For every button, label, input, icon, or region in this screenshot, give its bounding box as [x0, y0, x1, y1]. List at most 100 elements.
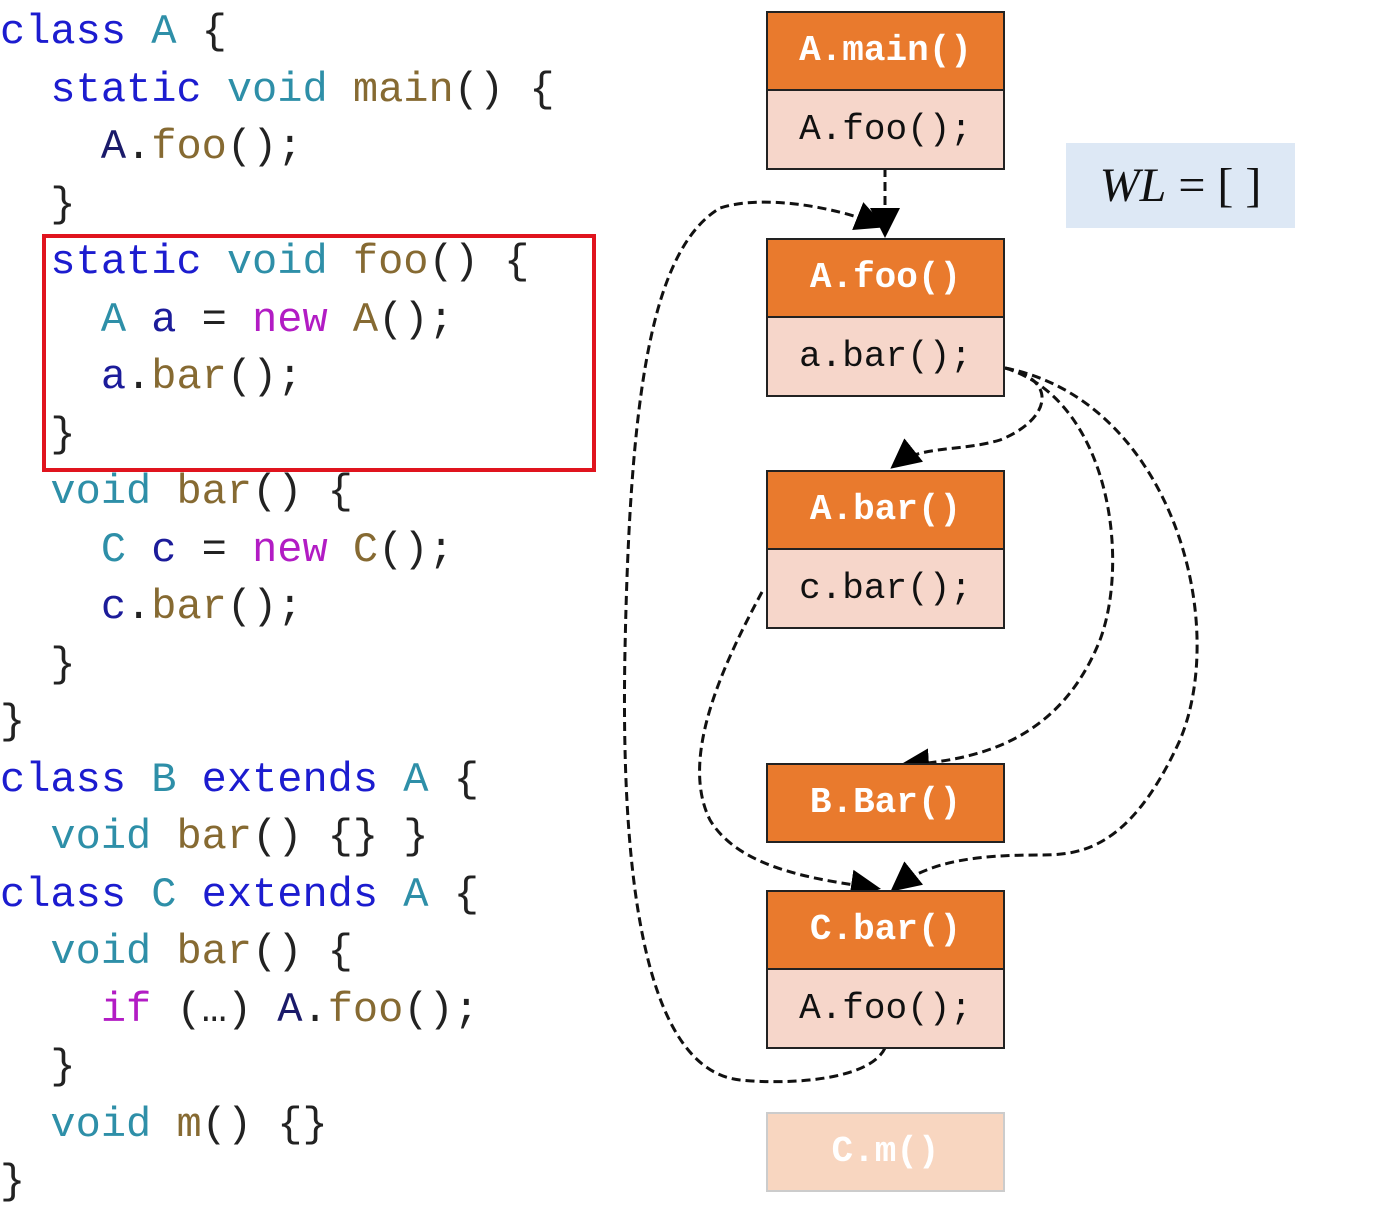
code-token: void — [0, 468, 177, 516]
edge-cbar-foo — [623, 200, 887, 1084]
code-line: c.bar(); — [0, 578, 303, 636]
node-call: c.bar(); — [768, 548, 1003, 627]
code-token: static — [0, 65, 227, 114]
code-token: () {} — [201, 1100, 328, 1149]
code-token: { — [453, 870, 479, 919]
code-token: (); — [226, 583, 303, 631]
code-token: class — [0, 8, 152, 56]
code-line: static void main() { — [0, 61, 555, 119]
code-token: bar — [151, 353, 227, 401]
code-line: static void foo() { — [0, 233, 529, 291]
node-b-bar: B.Bar() — [766, 763, 1005, 843]
code-token: c — [151, 525, 202, 574]
code-line: class B extends A { — [0, 751, 479, 809]
code-token: . — [126, 353, 152, 401]
node-method: C.m() — [768, 1114, 1003, 1190]
code-token: } — [0, 1043, 76, 1091]
code-line: class C extends A { — [0, 866, 479, 924]
worklist-value: = [ ] — [1166, 159, 1262, 212]
code-line: C c = new C(); — [0, 521, 454, 579]
edge-foo-cbar — [890, 366, 1199, 892]
node-c-m: C.m() — [766, 1112, 1005, 1192]
code-token: } — [0, 410, 76, 459]
code-line: void m() {} — [0, 1096, 328, 1154]
worklist-label: WL — [1099, 159, 1167, 212]
code-line: } — [0, 636, 75, 694]
code-token: extends — [201, 870, 404, 919]
code-line: a.bar(); — [0, 348, 303, 406]
code-token: static — [0, 238, 227, 286]
code-token: () {} } — [252, 813, 429, 861]
code-token: A — [403, 755, 454, 804]
node-call: a.bar(); — [768, 316, 1003, 395]
code-token: } — [0, 698, 26, 746]
code-token: class — [0, 870, 152, 919]
node-c-bar: C.bar() A.foo(); — [766, 890, 1005, 1049]
worklist: WL = [ ] — [1066, 143, 1295, 228]
code-token: { — [453, 755, 479, 804]
code-token: B — [151, 755, 202, 804]
node-method: A.main() — [768, 13, 1003, 89]
code-token: C — [151, 870, 202, 919]
code-token: () { — [252, 468, 353, 516]
code-token: main — [352, 65, 454, 114]
code-line: } — [0, 1038, 76, 1096]
code-line: } — [0, 406, 76, 464]
code-token: = — [201, 295, 253, 344]
node-method: B.Bar() — [768, 765, 1003, 841]
code-token: void — [0, 928, 177, 976]
code-token: } — [0, 180, 76, 229]
edge-abar-cbar — [698, 591, 881, 900]
code-token: A — [0, 123, 127, 171]
code-line: class A { — [0, 3, 227, 61]
code-token: class — [0, 755, 152, 804]
code-line: void bar() {} } — [0, 808, 429, 866]
node-a-main: A.main() A.foo(); — [766, 11, 1005, 170]
code-token: . — [126, 583, 152, 631]
code-token: (); — [226, 353, 303, 401]
node-method: A.foo() — [768, 240, 1003, 316]
code-token: bar — [176, 928, 253, 976]
code-token: A — [277, 985, 303, 1034]
code-token: (); — [403, 985, 479, 1034]
code-token: (…) — [176, 985, 278, 1034]
code-token: bar — [151, 583, 227, 631]
code-token: bar — [176, 813, 253, 861]
node-method: A.bar() — [768, 472, 1003, 548]
edge-foo-bbar — [899, 366, 1115, 779]
code-token: C — [0, 525, 152, 574]
code-token: m — [176, 1100, 202, 1149]
code-token: A — [352, 295, 379, 344]
code-token: () { — [453, 65, 555, 114]
code-line: } — [0, 176, 76, 234]
code-token: void — [226, 65, 353, 114]
code-line: void bar() { — [0, 463, 353, 521]
node-a-foo: A.foo() a.bar(); — [766, 238, 1005, 397]
code-token: a — [151, 295, 202, 344]
code-line: A.foo(); — [0, 118, 303, 176]
code-token: c — [0, 583, 127, 631]
code-token: () { — [428, 238, 530, 286]
code-token: if — [0, 985, 177, 1034]
node-call: A.foo(); — [768, 968, 1003, 1047]
code-token: new — [252, 295, 353, 344]
code-token: (); — [378, 295, 454, 344]
code-token: (); — [378, 525, 454, 574]
code-token: (); — [226, 123, 303, 171]
node-a-bar: A.bar() c.bar(); — [766, 470, 1005, 629]
highlight-box-foo — [42, 234, 596, 472]
code-line: } — [0, 693, 25, 751]
code-token: foo — [327, 985, 404, 1034]
code-token: foo — [151, 123, 227, 171]
code-token: extends — [201, 755, 404, 804]
code-token: new — [252, 525, 353, 574]
code-line: A a = new A(); — [0, 291, 454, 349]
code-token: C — [352, 525, 379, 574]
code-token: foo — [352, 238, 429, 286]
code-token: () { — [252, 928, 353, 976]
code-token: void — [0, 1100, 177, 1149]
code-line: void bar() { — [0, 923, 353, 981]
node-method: C.bar() — [768, 892, 1003, 968]
code-token: . — [302, 985, 328, 1034]
